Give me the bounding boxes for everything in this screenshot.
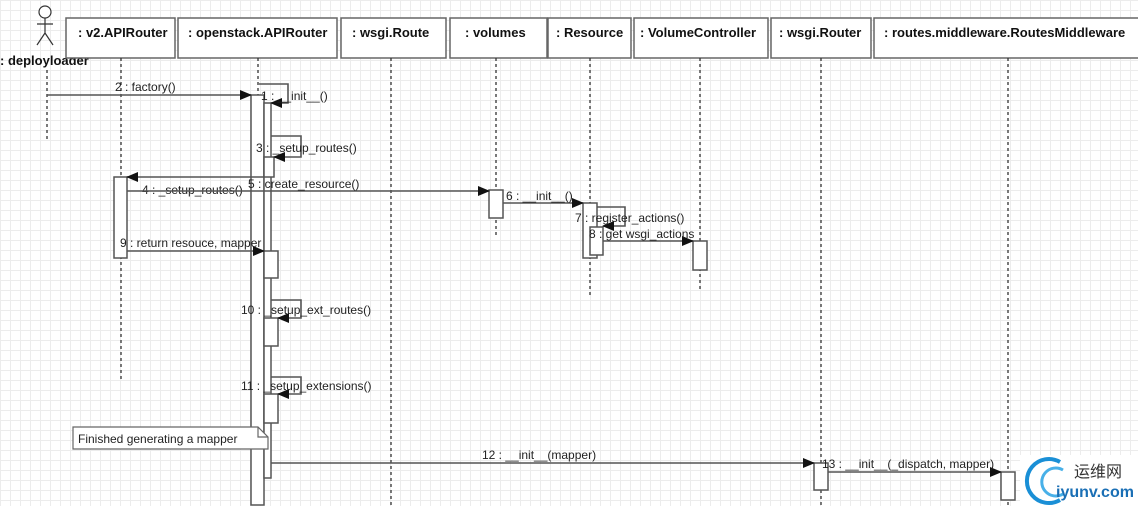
lifeline-v2-apirouter[interactable]: : v2.APIRouter <box>65 17 176 380</box>
message-2-factory[interactable]: 2 : factory() <box>47 80 252 100</box>
lifeline-label: : volumes <box>465 25 526 40</box>
message-1-init[interactable]: 1 : __init__() <box>259 83 328 108</box>
lifeline-label: : v2.APIRouter <box>78 25 168 40</box>
activations <box>113 94 1016 506</box>
message-label: 8 : get wsgi_actions <box>589 227 694 241</box>
message-label: 10 : _setup_ext_routes() <box>241 303 371 317</box>
message-label: 13 : __init__(_dispatch, mapper) <box>822 457 994 471</box>
message-13-init-dispatch[interactable]: 13 : __init__(_dispatch, mapper) <box>822 457 1002 477</box>
message-label: 7 : register_actions() <box>575 211 684 225</box>
lifeline-volumecontroller[interactable]: : VolumeController <box>633 17 769 290</box>
message-3-setup-routes[interactable]: 3 : _setup_routes() <box>256 135 357 162</box>
message-10-setup-ext-routes[interactable]: 10 : _setup_ext_routes() <box>241 299 371 323</box>
message-label: 4 : _setup_routes() <box>142 183 243 197</box>
lifeline-volumes[interactable]: : volumes <box>449 17 548 235</box>
lifeline-label: : openstack.APIRouter <box>188 25 327 40</box>
lifeline-resource[interactable]: : Resource <box>547 17 632 295</box>
message-label: 2 : factory() <box>115 80 176 94</box>
lifeline-wsgi-route[interactable]: : wsgi.Route <box>340 17 447 506</box>
actor-icon <box>38 5 52 19</box>
note-text: Finished generating a mapper <box>78 432 237 446</box>
message-5-create-resource[interactable]: 5 : create_resource() <box>127 177 490 196</box>
lifeline-routes-middleware[interactable]: : routes.middleware.RoutesMiddleware <box>873 17 1138 506</box>
lifeline-label: : routes.middleware.RoutesMiddleware <box>884 25 1125 40</box>
watermark-en: iyunv.com <box>1056 484 1134 501</box>
lifeline-wsgi-router[interactable]: : wsgi.Router <box>770 17 872 506</box>
lifeline-label: : wsgi.Route <box>352 25 429 40</box>
message-label: 9 : return resouce, mapper <box>120 236 261 250</box>
message-11-setup-extensions[interactable]: 11 : _setup_extensions() <box>241 376 372 399</box>
message-label: 11 : _setup_extensions() <box>241 379 372 393</box>
lifeline-label: : VolumeController <box>640 25 756 40</box>
message-label: 5 : create_resource() <box>248 177 359 191</box>
watermark-cn: 运维网 <box>1074 462 1122 481</box>
message-12-init-mapper[interactable]: 12 : __init__(mapper) <box>271 448 815 468</box>
message-9-return[interactable]: 9 : return resouce, mapper <box>120 236 265 256</box>
message-8-get-wsgi-actions[interactable]: 8 : get wsgi_actions <box>589 227 694 246</box>
message-label: 1 : __init__() <box>261 89 328 103</box>
watermark-logo: 运维网 iyunv.com <box>1020 455 1138 506</box>
message-label: 6 : __init__() <box>506 189 573 203</box>
message-6-init[interactable]: 6 : __init__() <box>503 189 584 208</box>
message-label: 12 : __init__(mapper) <box>482 448 596 462</box>
note-finished-mapper: Finished generating a mapper <box>72 426 269 450</box>
message-label: 3 : _setup_routes() <box>256 141 357 155</box>
message-4-setup-routes[interactable]: 4 : _setup_routes() <box>126 172 264 197</box>
message-7-register-actions[interactable]: 7 : register_actions() <box>575 206 684 231</box>
lifeline-openstack-apirouter[interactable]: : openstack.APIRouter <box>177 17 338 95</box>
lifeline-label: : Resource <box>556 25 623 40</box>
lifeline-label: : wsgi.Router <box>779 25 861 40</box>
